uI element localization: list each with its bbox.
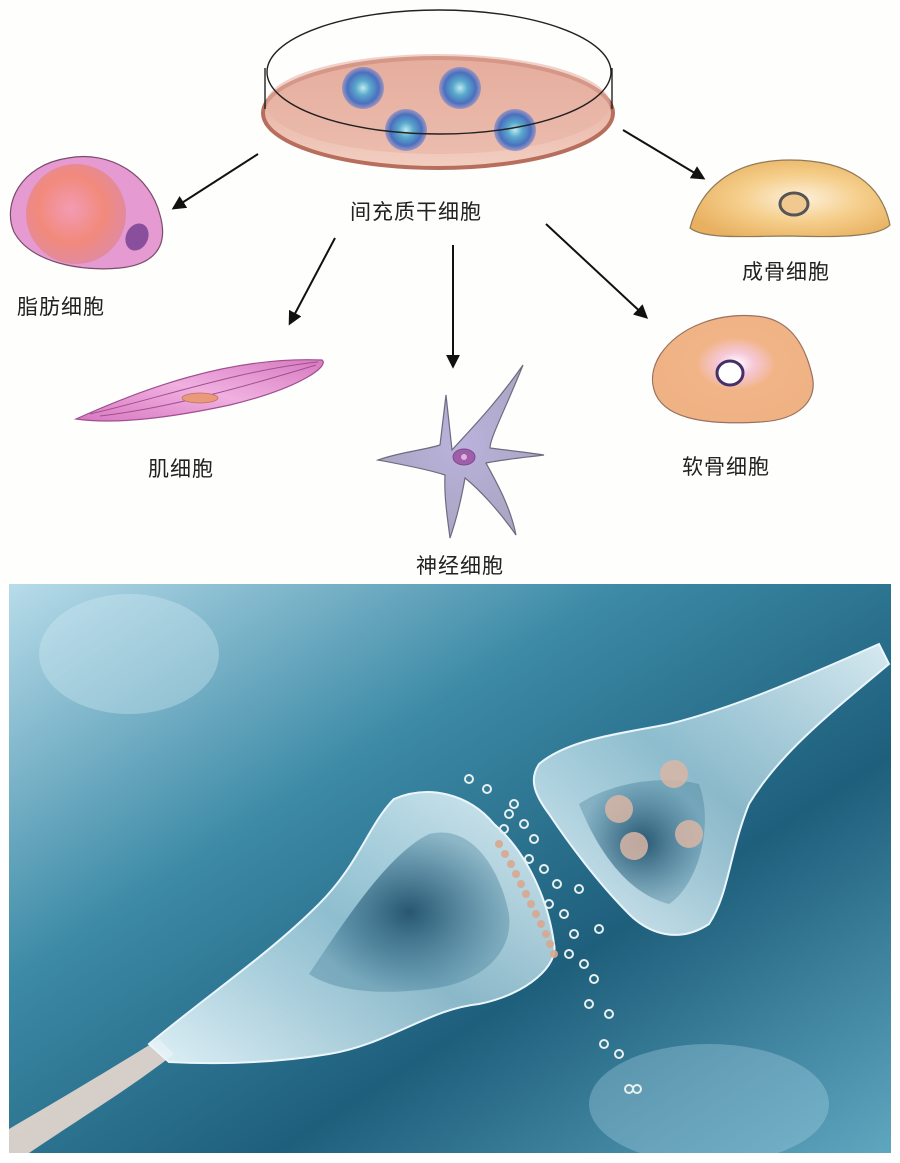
myocyte-label: 肌细胞 [148, 457, 214, 481]
arrow-to-myocyte [288, 237, 336, 326]
stem-cell [342, 67, 384, 109]
osteoblast-illustration [689, 159, 891, 238]
chondrocyte-illustration [651, 314, 814, 424]
mesenchymal-stem-cell-label: 间充质干细胞 [350, 200, 482, 224]
petri-dish [261, 9, 615, 170]
synapse-photo [9, 584, 891, 1153]
vesicle-row [495, 840, 558, 958]
stem-cell [494, 109, 536, 151]
stem-cell-differentiation-diagram: 间充质干细胞 脂肪细胞 成骨细胞 肌细胞 神经细胞 软骨细胞 [9, 9, 891, 578]
stem-cell [439, 67, 481, 109]
receptor-clusters [605, 760, 703, 860]
adipocyte-illustration [9, 156, 164, 270]
diagram-graphics [9, 9, 891, 539]
neurotransmitters [464, 774, 642, 1094]
arrow-to-osteoblast [622, 129, 706, 180]
neuron-illustration [375, 364, 545, 539]
osteoblast-label: 成骨细胞 [742, 260, 830, 284]
myocyte-illustration [73, 359, 324, 422]
arrow-to-chondrocyte [545, 223, 649, 319]
differentiation-arrows [171, 129, 706, 369]
stem-cell [385, 109, 427, 151]
adipocyte-label: 脂肪细胞 [17, 295, 105, 319]
synapse-graphics [9, 584, 891, 1153]
axon-fiber [9, 1039, 174, 1153]
neuron-label: 神经细胞 [416, 554, 504, 578]
chondrocyte-label: 软骨细胞 [682, 455, 770, 479]
arrow-to-adipocyte [171, 153, 259, 210]
